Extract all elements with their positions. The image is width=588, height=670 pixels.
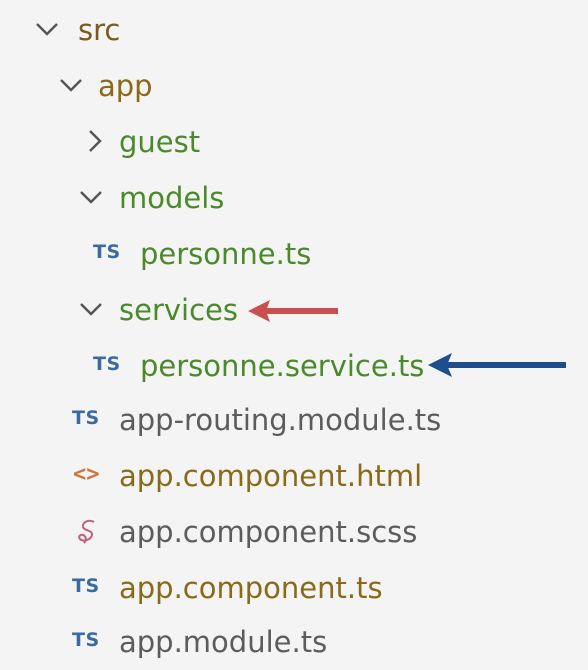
tree-item-label: app.component.html: [119, 458, 423, 493]
chevron-down-icon[interactable]: [34, 18, 60, 40]
tree-item-label: services: [119, 292, 238, 327]
red-annotation-arrow-icon: [248, 300, 338, 322]
tree-item-personne-ts[interactable]: TS personne.ts: [0, 226, 588, 282]
tree-item-label: src: [78, 12, 121, 47]
tree-item-label: app.component.ts: [119, 570, 383, 605]
tree-item-label: personne.ts: [140, 236, 312, 271]
chevron-down-icon[interactable]: [78, 298, 104, 320]
chevron-down-icon[interactable]: [58, 74, 84, 96]
tree-item-personne-service-ts[interactable]: TS personne.service.ts: [0, 338, 588, 394]
typescript-file-icon: TS: [72, 575, 100, 597]
chevron-down-icon[interactable]: [78, 186, 104, 208]
html-file-icon: <>: [73, 462, 100, 487]
typescript-file-icon: TS: [72, 407, 100, 429]
tree-item-app-module-ts[interactable]: TS app.module.ts: [0, 614, 588, 670]
blue-annotation-arrow-icon: [428, 353, 566, 377]
scss-file-icon: [74, 517, 104, 547]
tree-item-label: app-routing.module.ts: [119, 402, 442, 437]
typescript-file-icon: TS: [93, 353, 121, 375]
tree-item-app-component-scss[interactable]: app.component.scss: [0, 504, 588, 560]
tree-item-app-component-html[interactable]: <> app.component.html: [0, 448, 588, 504]
typescript-file-icon: TS: [93, 241, 121, 263]
tree-item-label: personne.service.ts: [140, 348, 425, 383]
tree-item-guest[interactable]: guest: [0, 114, 588, 170]
tree-item-app[interactable]: app: [0, 58, 588, 114]
tree-item-models[interactable]: models: [0, 170, 588, 226]
tree-item-label: app.component.scss: [119, 514, 418, 549]
chevron-right-icon[interactable]: [84, 128, 106, 154]
tree-item-label: guest: [119, 124, 201, 159]
tree-item-label: app: [98, 68, 153, 103]
tree-item-label: models: [119, 180, 225, 215]
typescript-file-icon: TS: [72, 629, 100, 651]
tree-item-services[interactable]: services: [0, 282, 588, 338]
tree-item-src[interactable]: src: [0, 2, 588, 58]
tree-item-label: app.module.ts: [119, 624, 328, 659]
tree-item-app-component-ts[interactable]: TS app.component.ts: [0, 560, 588, 616]
tree-item-app-routing-module-ts[interactable]: TS app-routing.module.ts: [0, 392, 588, 448]
